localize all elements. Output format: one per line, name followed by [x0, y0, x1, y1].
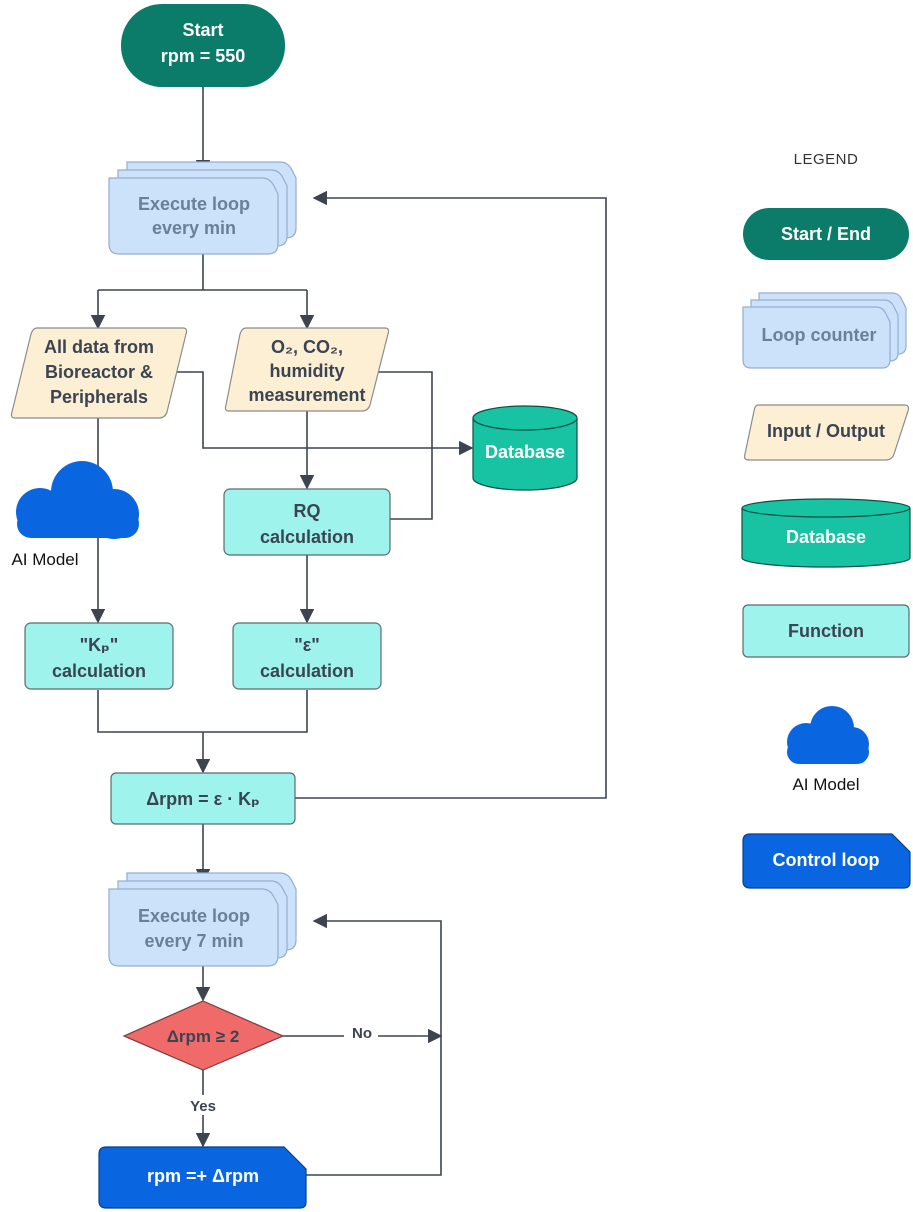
delta-rpm-node: Δrpm = ε · Kₚ [110, 772, 296, 825]
edge-control-feedback [306, 913, 442, 1176]
start-node: Start rpm = 550 [121, 4, 285, 87]
legend-control-loop: Control loop [742, 833, 911, 889]
rq-calculation-node: RQ calculation [223, 488, 391, 556]
legend-function: Function [742, 604, 910, 658]
legend-database: Database [741, 498, 911, 568]
legend-database-label: Database [786, 527, 866, 547]
kp-line1: "Kₚ" [80, 635, 119, 655]
loop-min-line1: Execute loop [138, 194, 250, 214]
edge-loop-split [98, 253, 307, 291]
decision-node: Δrpm ≥ 2 [122, 1000, 285, 1071]
loop-7min-line2: every 7 min [144, 931, 243, 951]
legend-loop-counter: Loop counter [742, 292, 907, 369]
eps-line1: "ε" [294, 635, 320, 655]
edge-kp-eps-merge [97, 690, 308, 733]
cloud-icon [16, 461, 139, 539]
edge-label-no: No [352, 1025, 372, 1042]
control-label: rpm =+ Δrpm [147, 1166, 259, 1186]
loop-every-min-node: Execute loop every min [108, 161, 297, 255]
edge-all-data-to-database [168, 371, 474, 456]
kp-line2: calculation [52, 661, 146, 681]
legend-ai-model: AI Model [787, 706, 869, 794]
io-gas-line2: humidity [270, 361, 345, 381]
no-label-bg [344, 1024, 378, 1042]
legend-start-end-label: Start / End [781, 224, 871, 244]
legend-start-end: Start / End [743, 208, 909, 260]
database-label: Database [485, 442, 565, 462]
legend-title: LEGEND [794, 151, 859, 168]
yes-label-bg [183, 1095, 223, 1115]
eps-line2: calculation [260, 661, 354, 681]
legend-input-output-label: Input / Output [767, 421, 885, 441]
io-gas-node: O₂, CO₂, humidity measurement [224, 327, 390, 412]
start-line1: Start [182, 20, 223, 40]
loop-every-7min-node: Execute loop every 7 min [108, 872, 297, 967]
edge-rq-to-database [390, 448, 433, 520]
kp-calculation-node: "Kₚ" calculation [24, 622, 174, 690]
control-node: rpm =+ Δrpm [98, 1146, 307, 1209]
io-all-data-node: All data from Bioreactor & Peripherals [10, 327, 188, 419]
ai-model-label: AI Model [11, 550, 78, 569]
legend-loop-counter-label: Loop counter [762, 325, 877, 345]
loop-7min-line1: Execute loop [138, 906, 250, 926]
io-gas-line3: measurement [248, 385, 365, 405]
io-all-data-line1: All data from [44, 337, 154, 357]
database-node: Database [472, 405, 578, 491]
edge-delta-feedback [295, 190, 607, 799]
io-gas-line1: O₂, CO₂, [271, 337, 343, 357]
legend-control-loop-label: Control loop [773, 850, 880, 870]
ai-model-node: AI Model [11, 461, 139, 569]
decision-label: Δrpm ≥ 2 [167, 1027, 240, 1046]
io-all-data-line2: Bioreactor & [45, 362, 153, 382]
loop-min-line2: every min [152, 218, 236, 238]
legend: LEGEND Start / End Loop counter Input / … [741, 151, 911, 889]
rq-line1: RQ [294, 501, 321, 521]
start-line2: rpm = 550 [161, 46, 246, 66]
legend-ai-model-label: AI Model [792, 775, 859, 794]
rq-line2: calculation [260, 527, 354, 547]
legend-cloud-icon [787, 706, 869, 764]
delta-rpm-label: Δrpm = ε · Kₚ [146, 789, 260, 809]
legend-input-output: Input / Output [743, 404, 910, 461]
edge-label-yes: Yes [190, 1098, 216, 1115]
io-all-data-line3: Peripherals [50, 387, 148, 407]
legend-function-label: Function [788, 621, 864, 641]
eps-calculation-node: "ε" calculation [232, 622, 382, 690]
edge-gas-to-database [376, 371, 433, 448]
